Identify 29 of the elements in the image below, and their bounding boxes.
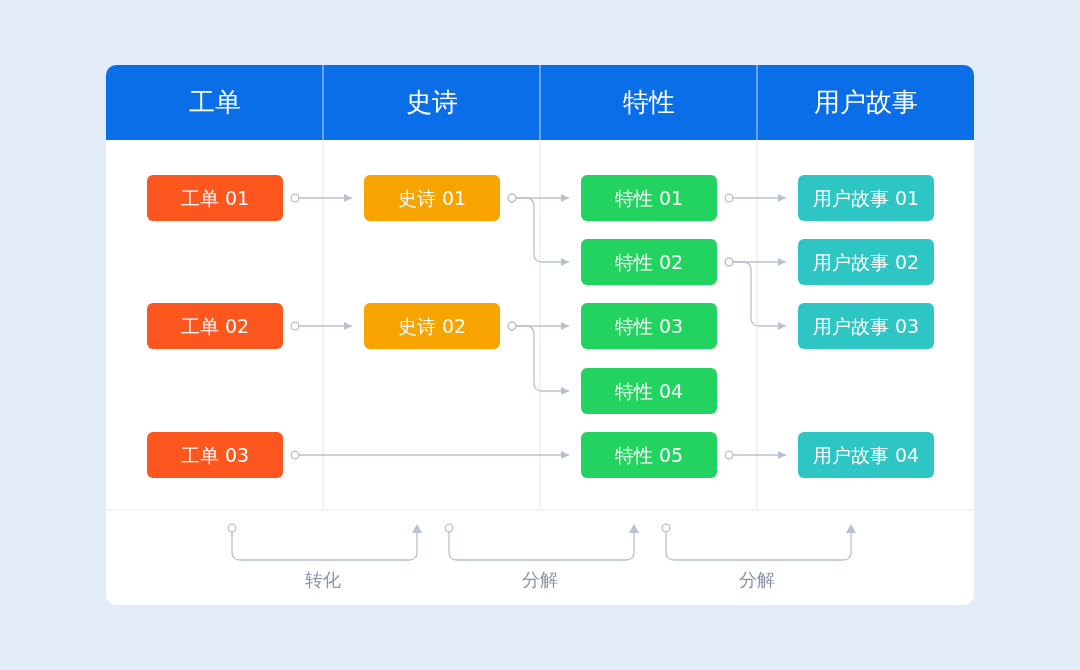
arrow — [290, 193, 353, 203]
item-card: 工单 02 — [147, 303, 283, 349]
step-label: 分解 — [738, 568, 776, 592]
item-card: 史诗 01 — [364, 175, 500, 221]
arrow — [724, 450, 787, 460]
arrow — [724, 193, 787, 203]
item-card: 用户故事 03 — [798, 303, 934, 349]
item-card: 用户故事 04 — [798, 432, 934, 478]
arrow — [724, 257, 787, 330]
column-header: 用户故事 — [757, 65, 974, 140]
arrow — [290, 321, 353, 331]
arrow — [507, 193, 570, 266]
item-card: 用户故事 02 — [798, 239, 934, 285]
item-card: 特性 03 — [581, 303, 717, 349]
item-card: 用户故事 01 — [798, 175, 934, 221]
column-header: 特性 — [540, 65, 757, 140]
item-card: 特性 05 — [581, 432, 717, 478]
column-header: 史诗 — [323, 65, 540, 140]
item-card: 特性 04 — [581, 368, 717, 414]
item-card: 工单 01 — [147, 175, 283, 221]
item-card: 工单 03 — [147, 432, 283, 478]
step-label: 转化 — [304, 568, 342, 592]
column-header: 工单 — [106, 65, 323, 140]
item-card: 特性 01 — [581, 175, 717, 221]
arrow — [290, 450, 570, 460]
item-card: 史诗 02 — [364, 303, 500, 349]
step-label: 分解 — [521, 568, 559, 592]
item-card: 特性 02 — [581, 239, 717, 285]
arrow — [507, 321, 570, 395]
